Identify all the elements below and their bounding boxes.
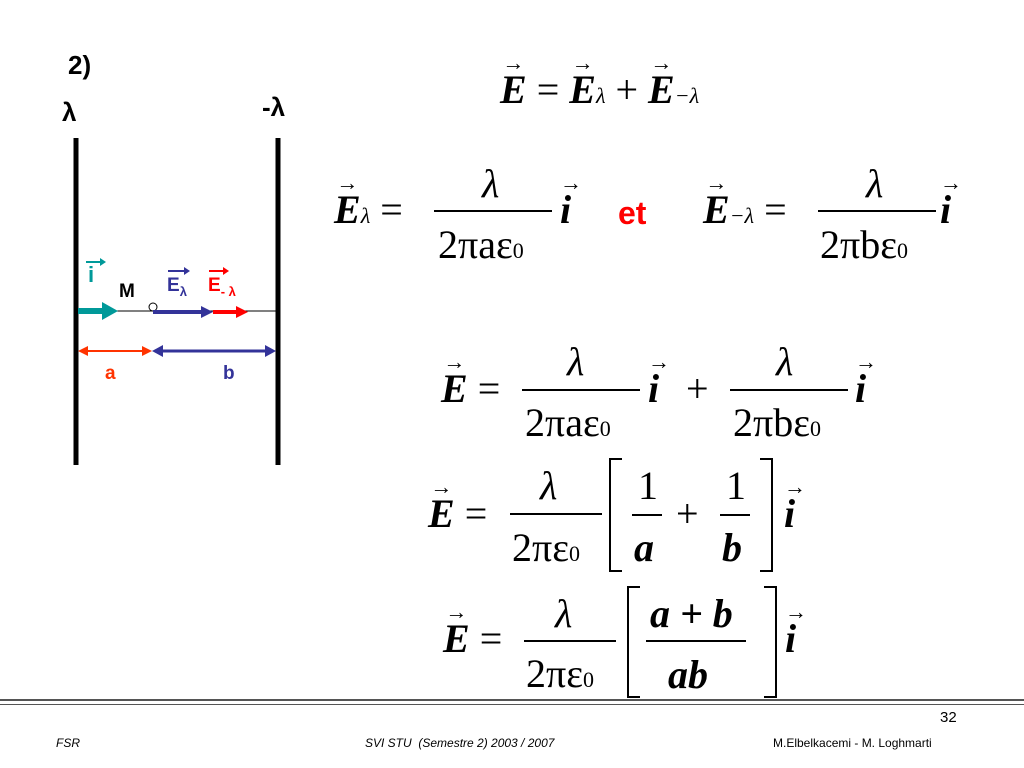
field-lambda-head [201, 306, 213, 318]
equation-factored-vec: →i [784, 474, 806, 537]
equation-e-minus-lambda-num: λ [866, 161, 884, 206]
point-m-label: M [119, 281, 135, 302]
equation-e-lambda-fraction-bar [434, 210, 552, 212]
footer-left: FSR [56, 736, 80, 750]
equation-total-num1: λ [567, 339, 585, 384]
field-lambda-label-arrow [184, 267, 190, 275]
equation-total-fraction-bar1 [522, 389, 640, 391]
connector-et: et [618, 195, 647, 231]
equation-total-lhs: →E = [441, 349, 501, 412]
equation-e-lambda-vec: →i [560, 170, 582, 233]
equation-total-den2: 2πbε0 [733, 400, 821, 445]
equation-factored-num: λ [540, 463, 558, 508]
equation-total-vec1: →i [648, 349, 670, 412]
equation-final-inner-den: ab [668, 652, 708, 697]
unit-vector-label: i [88, 262, 95, 287]
distance-a-head-right [142, 346, 152, 356]
footer-center: SVI STU (Semestre 2) 2003 / 2007 [365, 736, 555, 750]
equation-total-plus: + [686, 366, 709, 411]
equation-e-minus-lambda-fraction-bar [818, 210, 936, 212]
distance-a-label: a [105, 363, 116, 384]
equation-factored-den: 2πε0 [512, 525, 580, 570]
equation-final-brackets [627, 586, 777, 698]
equation-final-vec: →i [785, 599, 807, 662]
unit-vector-label-arrow [100, 258, 106, 266]
field-minus-lambda-label-arrow [223, 267, 229, 275]
equation-factored-lhs: →E = [428, 474, 488, 537]
footer-divider-bottom [0, 704, 1024, 705]
equation-final-num: λ [555, 591, 573, 636]
equation-total-den1: 2πaε0 [525, 400, 611, 445]
equation-factored-inner1-num: 1 [638, 463, 658, 508]
equation-factored-brackets [609, 458, 773, 572]
equation-final-den: 2πε0 [526, 651, 594, 696]
equation-e-minus-lambda-vec: →i [940, 170, 962, 233]
equation-e-lambda-lhs: →Eλ = [334, 170, 403, 233]
footer-right: M.Elbelkacemi - M. Loghmarti [773, 736, 932, 750]
distance-b-label: b [223, 363, 235, 384]
distance-a-head-left [78, 346, 88, 356]
part-label: 2) [68, 50, 92, 80]
distance-b-head-right [265, 345, 276, 357]
plate-right-label: -λ [262, 92, 286, 122]
footer-divider-top [0, 699, 1024, 701]
equation-final-fraction-bar [524, 640, 616, 642]
plates-diagram [73, 138, 281, 465]
equation-e-lambda-den: 2πaε0 [438, 222, 524, 267]
equation-factored-plus: + [676, 491, 699, 536]
field-minus-lambda-head [236, 306, 248, 318]
point-m [148, 302, 158, 312]
field-lambda-label: Eλ [167, 275, 187, 299]
equation-e-lambda-num: λ [482, 161, 500, 206]
plate-left-label: λ [62, 97, 77, 127]
equation-e-minus-lambda-lhs: →E−λ = [703, 170, 787, 233]
field-minus-lambda-label: E- λ [208, 275, 236, 299]
equation-total-fraction-bar2 [730, 389, 848, 391]
equation-factored-inner2-num: 1 [726, 463, 746, 508]
equation-total-vec2: →i [855, 349, 877, 412]
unit-vector-head [102, 302, 118, 320]
equation-factored-fraction-bar [510, 513, 602, 515]
equation-sum: →E = →Eλ + →E−λ [500, 50, 700, 113]
equation-factored-inner1-den: a [634, 525, 654, 570]
equation-final-inner-num: a + b [650, 591, 733, 636]
page-number: 32 [940, 709, 957, 726]
equation-factored-inner2-den: b [722, 525, 742, 570]
equation-e-minus-lambda-den: 2πbε0 [820, 222, 908, 267]
equation-final-lhs: →E = [443, 599, 503, 662]
equation-total-num2: λ [776, 339, 794, 384]
distance-b-head-left [152, 345, 163, 357]
